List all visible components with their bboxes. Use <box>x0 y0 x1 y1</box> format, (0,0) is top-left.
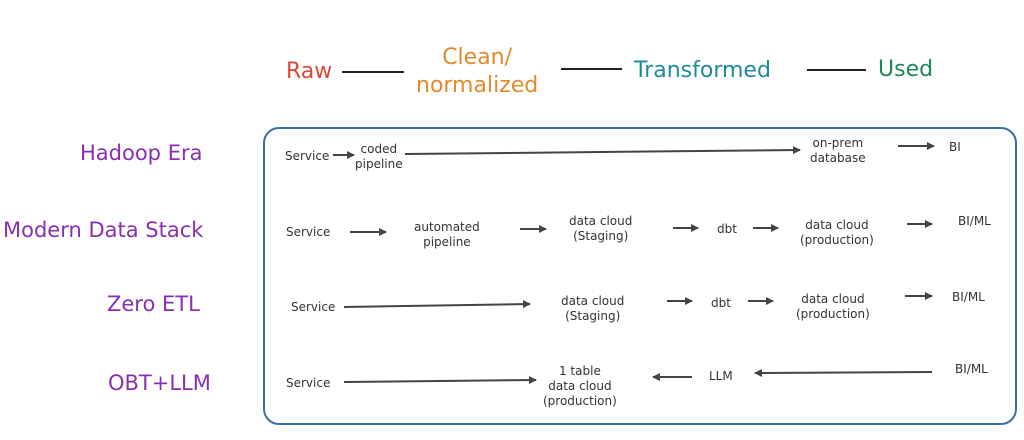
arrow-hadoop-pipeline-to-db <box>404 146 801 155</box>
modern-service-node: Service <box>286 225 331 239</box>
zero-dbt-node: dbt <box>711 296 731 310</box>
arrow-zero-service-to-staging <box>343 300 531 309</box>
row-label-zero-etl: Zero ETL <box>107 292 200 316</box>
modern-bi-ml-node: BI/ML <box>958 214 991 228</box>
stage-raw-label: Raw <box>286 59 333 84</box>
hadoop-on-prem-database-node: on-prem database <box>810 136 866 165</box>
arrow-obt-bi-to-llm <box>754 368 933 377</box>
obt-one-table-data-cloud-node: 1 table data cloud (production) <box>543 364 617 408</box>
zero-data-cloud-staging-node: data cloud (Staging) <box>561 294 625 323</box>
modern-data-cloud-staging-node: data cloud (Staging) <box>569 214 633 243</box>
stage-used-label: Used <box>878 57 934 82</box>
hadoop-bi-node: BI <box>949 140 961 154</box>
zero-data-cloud-production-node: data cloud (production) <box>796 292 870 321</box>
stage-clean-label: Clean/ normalized <box>416 45 539 98</box>
obt-service-node: Service <box>286 376 331 390</box>
zero-bi-ml-node: BI/ML <box>952 290 985 304</box>
zero-service-node: Service <box>291 300 336 314</box>
hadoop-service-node: Service <box>285 149 330 163</box>
row-label-hadoop: Hadoop Era <box>80 141 203 165</box>
row-label-obt-llm: OBT+LLM <box>108 371 211 395</box>
arrow-obt-service-to-table <box>343 376 537 385</box>
stage-transformed-label: Transformed <box>634 58 771 83</box>
obt-bi-ml-node: BI/ML <box>955 362 988 376</box>
obt-llm-node: LLM <box>709 369 733 383</box>
modern-data-cloud-production-node: data cloud (production) <box>800 218 874 247</box>
architectures-container <box>263 127 1017 425</box>
hadoop-coded-pipeline-node: coded pipeline <box>355 142 403 171</box>
modern-automated-pipeline-node: automated pipeline <box>414 220 480 249</box>
row-label-modern-data-stack: Modern Data Stack <box>3 218 204 242</box>
modern-dbt-node: dbt <box>717 222 737 236</box>
